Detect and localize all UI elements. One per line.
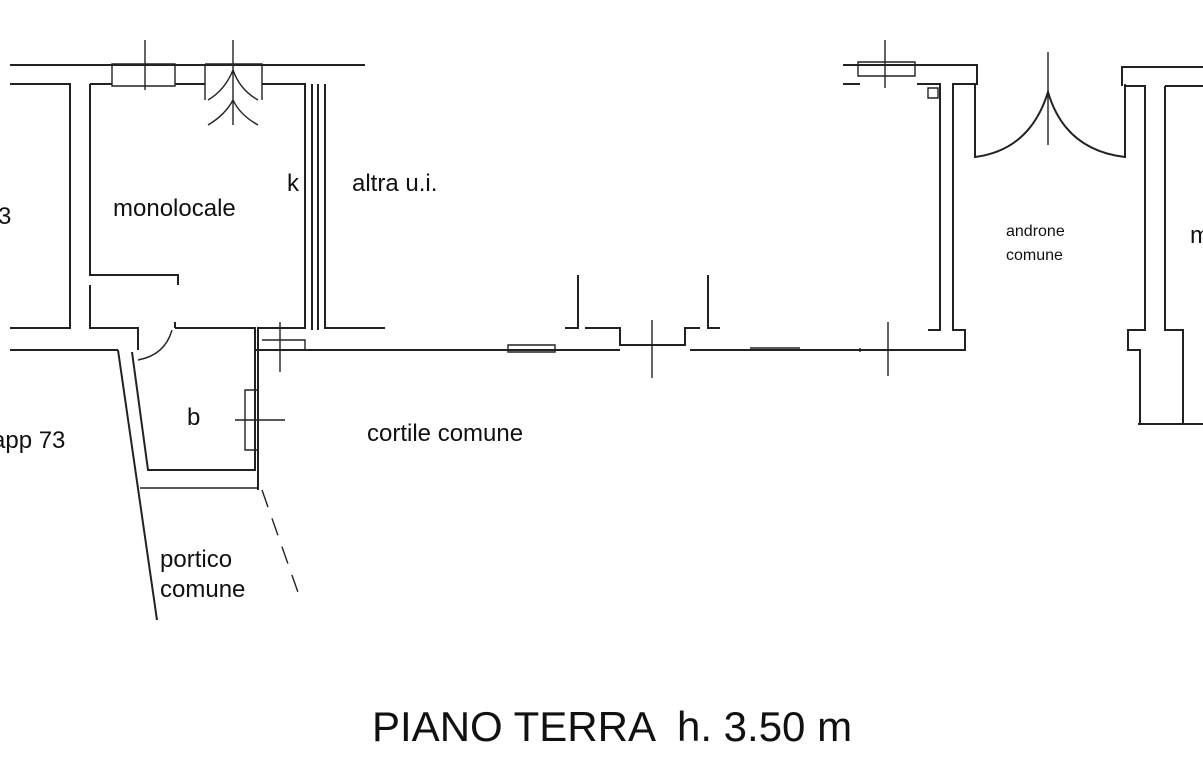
room-label-bathroom: b bbox=[187, 404, 201, 431]
room-label-left-unit: 3 bbox=[0, 203, 12, 230]
kitchen-partition bbox=[311, 84, 319, 330]
main-door bbox=[974, 84, 1126, 159]
window-bath bbox=[235, 389, 285, 451]
room-label-altra-ui: altra u.i. bbox=[352, 170, 438, 197]
room-label-cortile: cortile comune bbox=[367, 420, 524, 447]
room-label-portico: portico comune bbox=[160, 546, 246, 603]
plan-title: PIANO TERRA h. 3.50 m bbox=[372, 703, 853, 750]
room-label-app73: app 73 bbox=[0, 427, 66, 454]
window-top-1 bbox=[111, 40, 176, 90]
right-walls bbox=[843, 40, 1203, 425]
room-label-androne: androne comune bbox=[1006, 223, 1065, 264]
court-walls bbox=[310, 275, 940, 378]
left-walls bbox=[10, 40, 385, 621]
window-court bbox=[262, 322, 306, 372]
room-label-right-unit: m bbox=[1190, 222, 1203, 249]
window-right bbox=[857, 40, 939, 99]
room-label-monolocale: monolocale bbox=[113, 195, 236, 222]
door-swing bbox=[137, 329, 173, 361]
room-label-kitchen: k bbox=[287, 170, 299, 197]
french-door-top bbox=[204, 40, 263, 126]
